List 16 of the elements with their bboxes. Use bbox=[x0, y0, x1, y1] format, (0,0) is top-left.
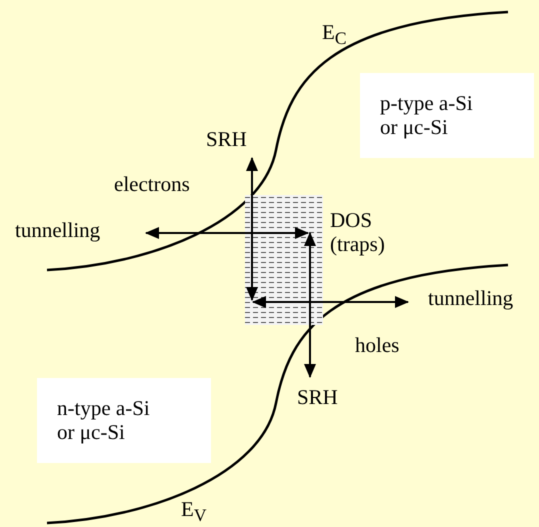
double-headed-arrow bbox=[246, 157, 258, 301]
double-headed-arrow bbox=[252, 296, 409, 308]
carrier-type-label: electrons bbox=[114, 172, 190, 196]
trap-states-label: DOS (traps) bbox=[330, 208, 386, 256]
valence-band-label: E$_{V}$ bbox=[181, 497, 206, 526]
srh-label: SRH bbox=[206, 127, 247, 152]
n-type-region-box: n-type a-Si or μc-Si bbox=[37, 378, 211, 463]
tunnelling-label: tunnelling bbox=[15, 218, 100, 242]
conduction-band-label: E$_{C}$ bbox=[322, 20, 347, 48]
tunnelling-label: tunnelling bbox=[428, 286, 514, 310]
double-headed-arrow bbox=[145, 227, 309, 239]
srh-label: SRH bbox=[297, 385, 338, 410]
trap-states-region bbox=[245, 195, 323, 325]
p-type-region-box: p-type a-Si or μc-Si bbox=[360, 73, 534, 158]
double-headed-arrow bbox=[304, 232, 316, 378]
carrier-type-label: holes bbox=[355, 333, 400, 358]
